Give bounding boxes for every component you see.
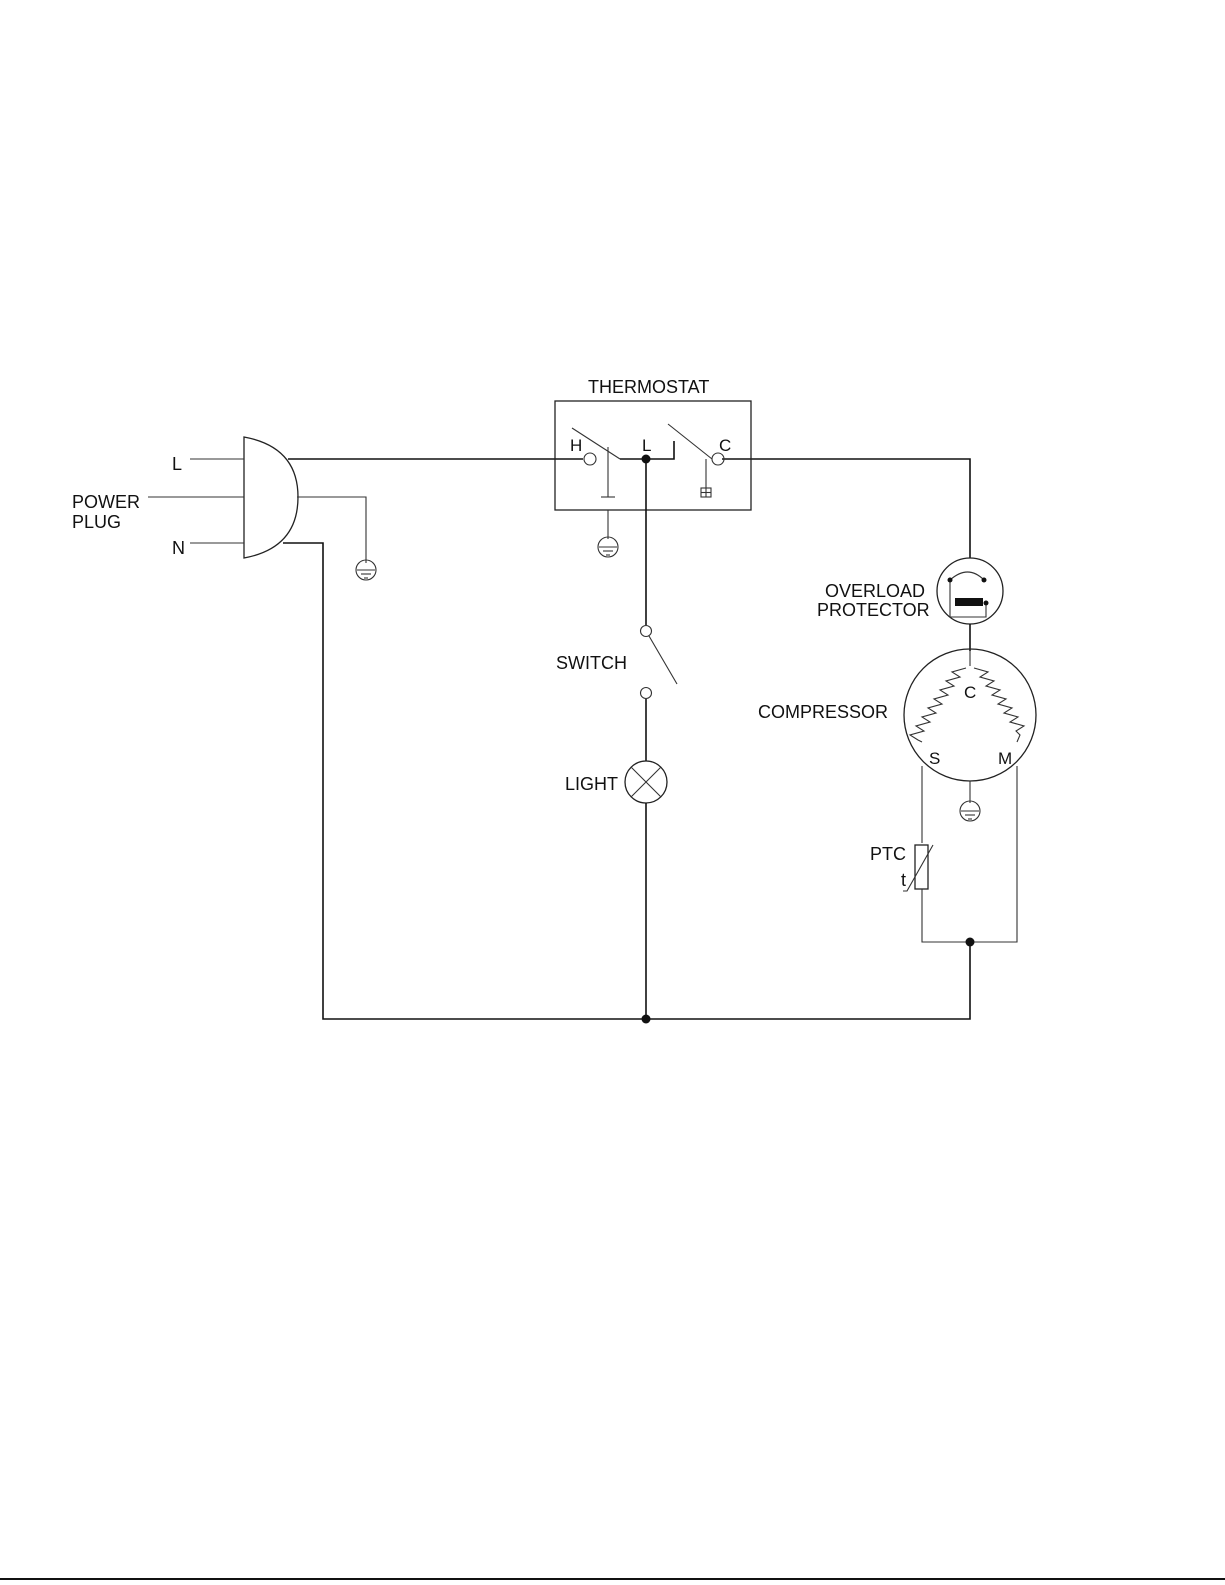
- thermostat-terminal-H: H: [570, 436, 582, 455]
- run-winding: [974, 668, 1024, 742]
- switch-contact-bottom: [641, 688, 652, 699]
- light-lamp: [625, 761, 667, 803]
- ptc-t-label: t: [901, 870, 906, 890]
- power-plug: [148, 437, 298, 558]
- power-plug-label-line2: PLUG: [72, 512, 121, 532]
- overload-protector-body: [937, 558, 1003, 624]
- ptc-body: [915, 845, 928, 889]
- overload-protector-label-line2: PROTECTOR: [817, 600, 930, 620]
- terminal-H-contact: [584, 453, 596, 465]
- overload-protector: [937, 558, 1003, 624]
- bottom-rule: [0, 1578, 1225, 1580]
- compressor-ground: [960, 781, 980, 821]
- ptc-label: PTC: [870, 844, 906, 864]
- compressor: [904, 649, 1036, 781]
- compressor-terminal-S: S: [929, 749, 940, 768]
- plug-L-label: L: [172, 454, 182, 474]
- switch-contact-top: [641, 626, 652, 637]
- power-plug-label-line1: POWER: [72, 492, 140, 512]
- compressor-terminal-M: M: [998, 749, 1012, 768]
- thermostat-ground: [598, 510, 618, 557]
- thermostat-terminal-L: L: [642, 436, 651, 455]
- compressor-terminal-C: C: [964, 683, 976, 702]
- switch-blade: [649, 636, 677, 684]
- junction-compressor-return: [966, 938, 975, 947]
- switch-label: SWITCH: [556, 653, 627, 673]
- light-label: LIGHT: [565, 774, 618, 794]
- wire-thermostat-to-overload: [722, 459, 970, 558]
- ptc-thermistor: [903, 845, 933, 891]
- compressor-body: [904, 649, 1036, 781]
- plug-N-label: N: [172, 538, 185, 558]
- overload-protector-label-line1: OVERLOAD: [825, 581, 925, 601]
- compressor-label: COMPRESSOR: [758, 702, 888, 722]
- plug-ground: [297, 497, 376, 580]
- thermostat-label: THERMOSTAT: [588, 377, 709, 397]
- thermostat-box: [555, 401, 751, 510]
- thermostat-terminal-C: C: [719, 436, 731, 455]
- power-plug-body: [244, 437, 298, 558]
- start-winding: [910, 668, 966, 742]
